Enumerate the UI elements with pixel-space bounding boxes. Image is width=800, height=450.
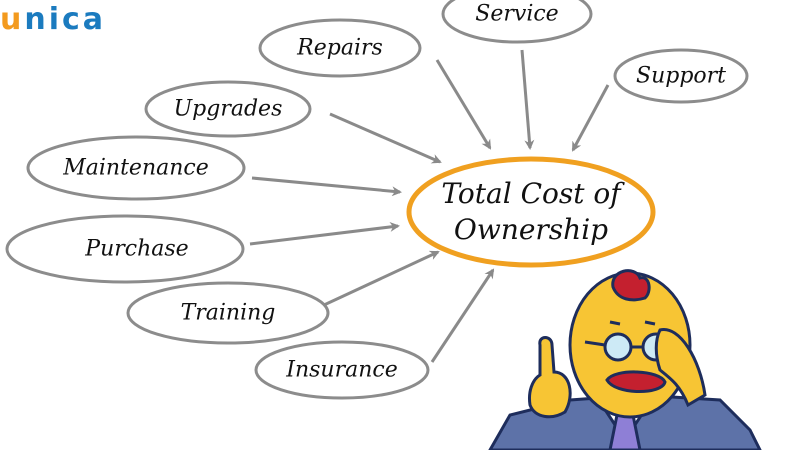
center-node-total-cost-of-ownership: Total Cost of Ownership [441, 176, 620, 248]
node-support: Support [635, 63, 727, 89]
unica-logo: unica [0, 2, 106, 37]
cartoon-character [488, 269, 762, 450]
node-upgrades: Upgrades [173, 96, 283, 122]
center-ring [406, 156, 656, 268]
node-service: Service [475, 1, 559, 27]
node-purchase: Purchase [85, 236, 189, 262]
node-insurance: Insurance [286, 357, 398, 383]
center-line-2: Ownership [453, 213, 609, 246]
node-maintenance: Maintenance [63, 155, 209, 181]
logo-u: u [0, 2, 25, 37]
arrows [249, 49, 610, 363]
node-training: Training [180, 300, 276, 326]
center-line-1: Total Cost of [441, 177, 621, 210]
node-ellipses [5, 0, 749, 400]
logo-rest: nica [24, 2, 107, 37]
node-repairs: Repairs [297, 35, 383, 61]
